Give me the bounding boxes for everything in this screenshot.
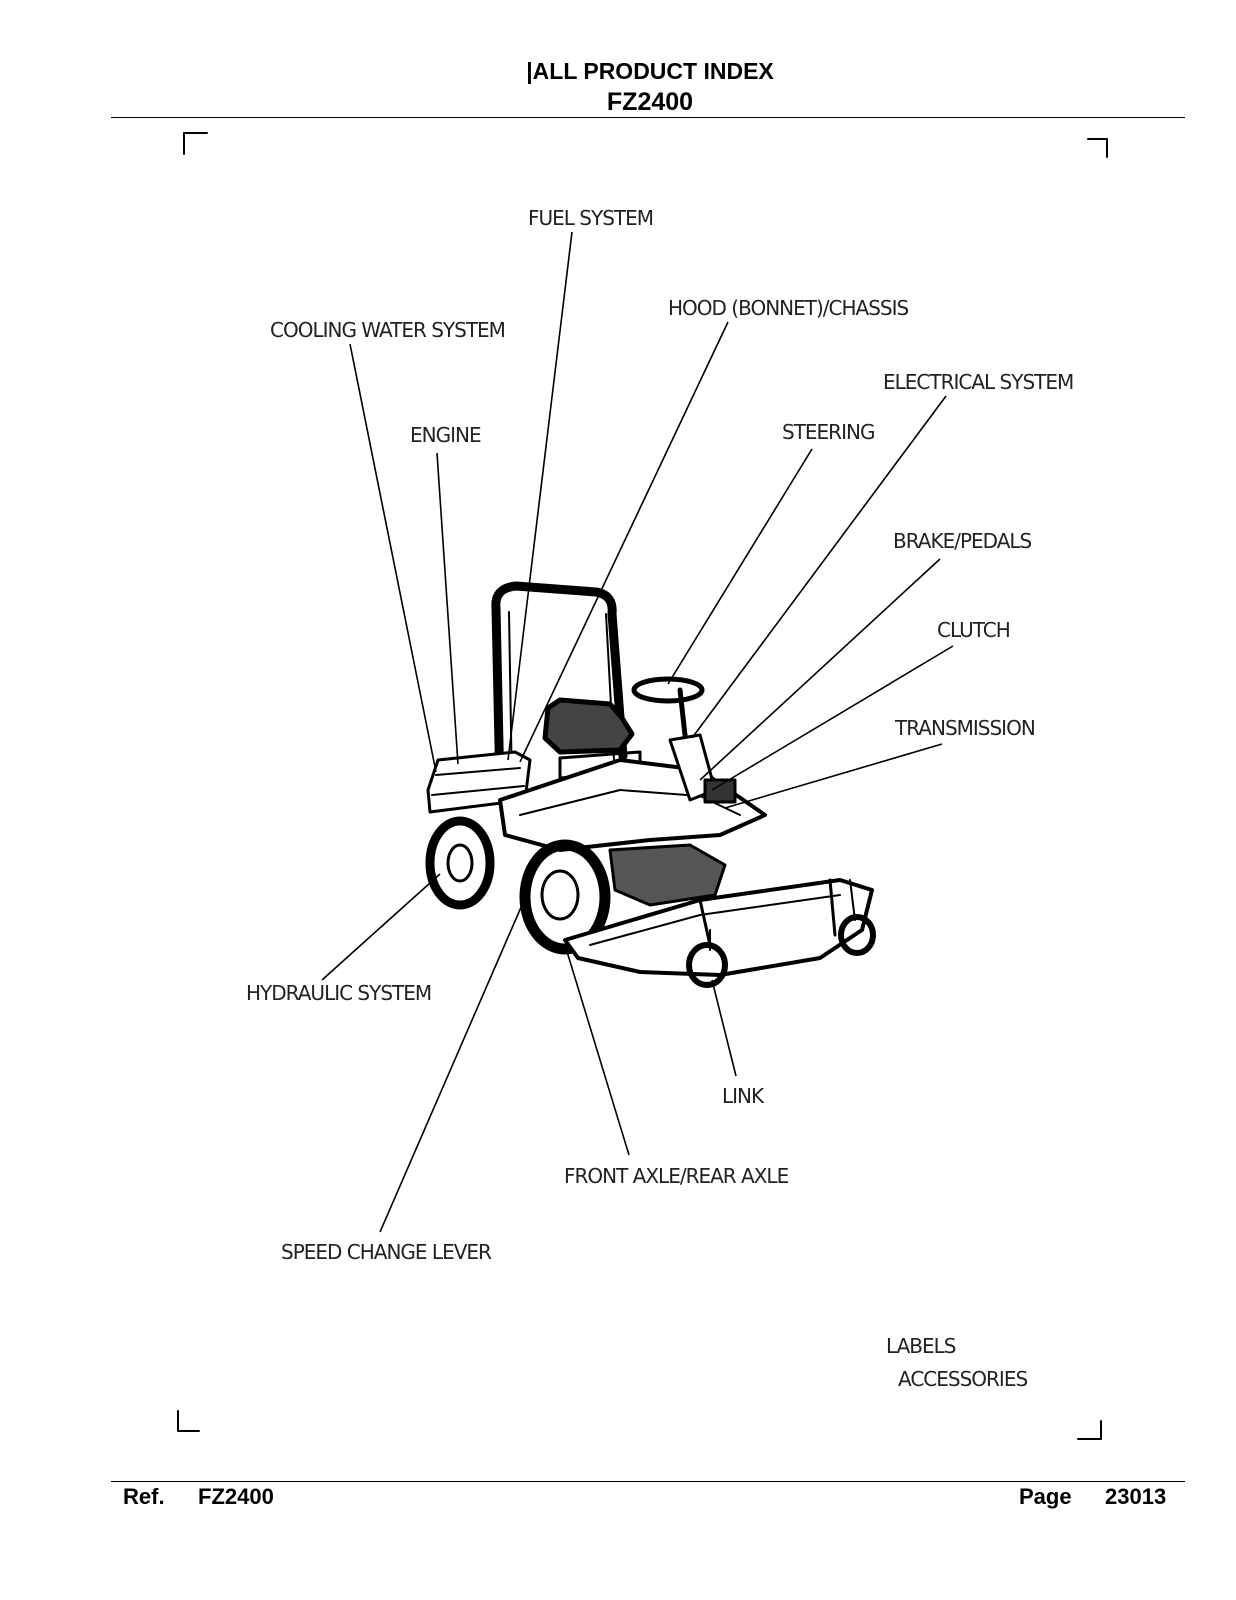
header-rule xyxy=(111,117,1185,118)
label-brake-pedals[interactable]: BRAKE/PEDALS xyxy=(893,529,1033,553)
index-title: |ALL PRODUCT INDEX xyxy=(526,58,774,84)
label-electrical-system[interactable]: ELECTRICAL SYSTEM xyxy=(883,370,1074,394)
footer-rule xyxy=(111,1481,1185,1482)
model-title: FZ2400 xyxy=(606,88,694,116)
label-front-rear-axle[interactable]: FRONT AXLE/REAR AXLE xyxy=(564,1164,790,1188)
label-engine[interactable]: ENGINE xyxy=(410,423,482,447)
label-link[interactable]: LINK xyxy=(722,1084,766,1108)
mower-illustration xyxy=(425,581,876,988)
label-clutch[interactable]: CLUTCH xyxy=(937,618,1011,642)
page-label: Page xyxy=(1019,1484,1072,1509)
page-number: 23013 xyxy=(1105,1484,1167,1509)
label-steering[interactable]: STEERING xyxy=(782,420,875,444)
label-labels[interactable]: LABELS xyxy=(886,1334,957,1358)
label-hood-chassis[interactable]: HOOD (BONNET)/CHASSIS xyxy=(668,296,909,320)
ref-label: Ref. xyxy=(123,1484,165,1509)
label-speed-change-lever[interactable]: SPEED CHANGE LEVER xyxy=(281,1240,493,1264)
label-cooling-water-system[interactable]: COOLING WATER SYSTEM xyxy=(270,318,506,342)
label-transmission[interactable]: TRANSMISSION xyxy=(894,716,1036,740)
label-accessories[interactable]: ACCESSORIES xyxy=(898,1367,1028,1391)
ref-value: FZ2400 xyxy=(198,1484,274,1509)
label-fuel-system[interactable]: FUEL SYSTEM xyxy=(528,206,654,230)
leader-lines xyxy=(321,231,954,1233)
label-hydraulic-system[interactable]: HYDRAULIC SYSTEM xyxy=(246,981,432,1005)
crop-marks xyxy=(177,132,1108,1440)
